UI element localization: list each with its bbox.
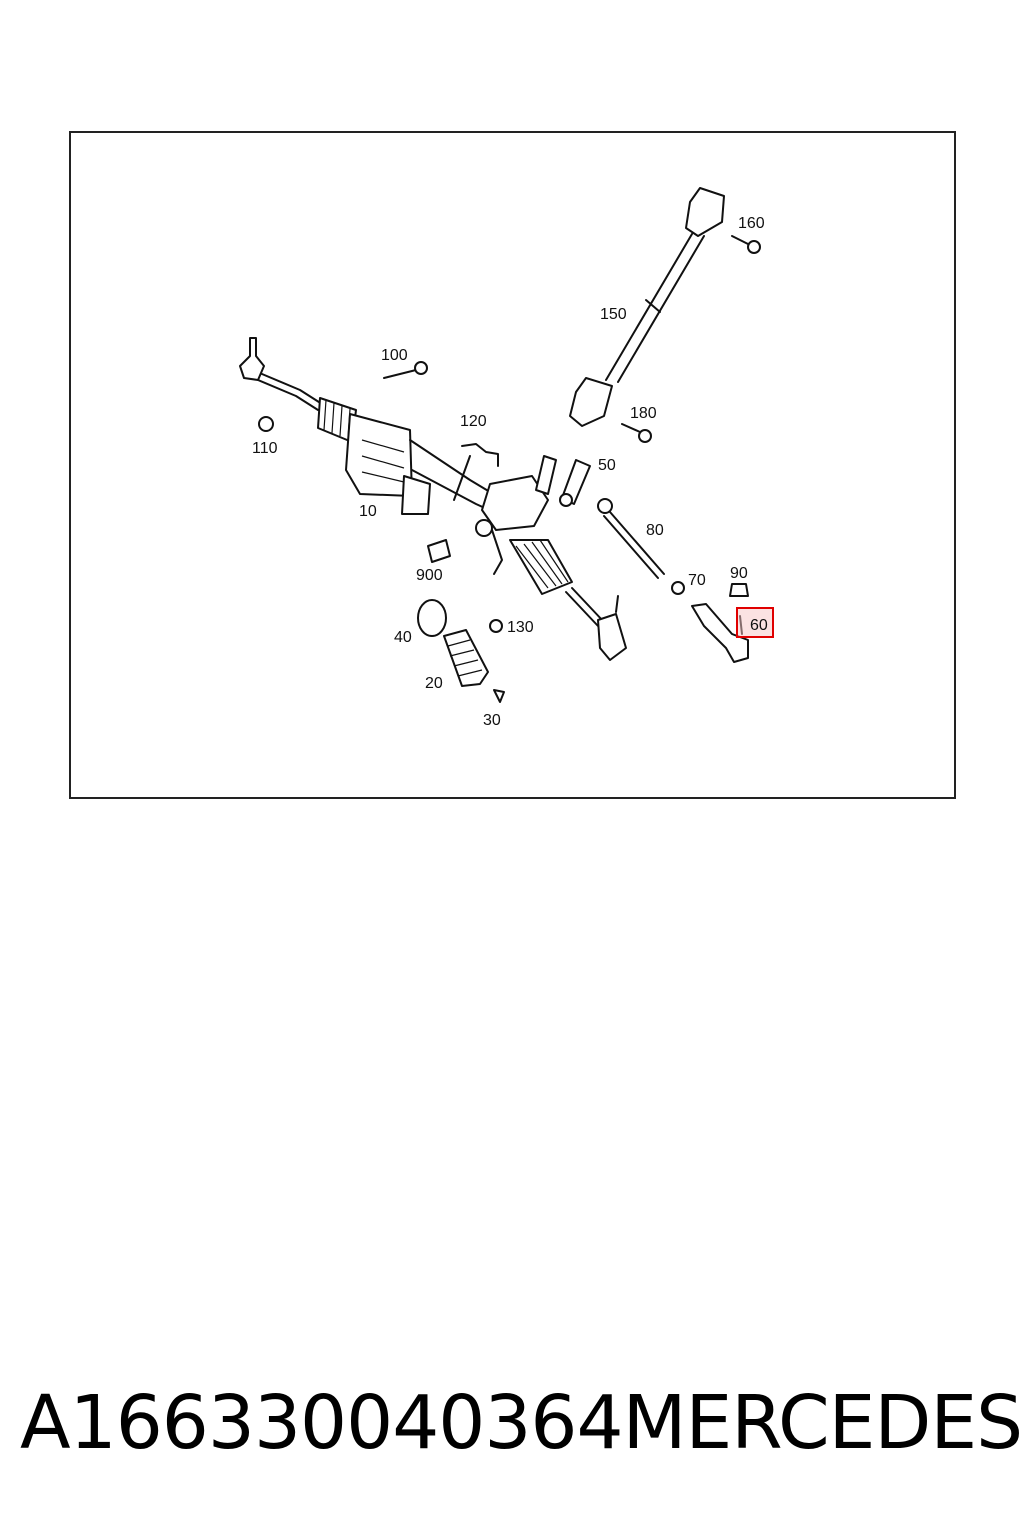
callout-30[interactable]: 30 — [483, 712, 501, 729]
bellows-part-20[interactable] — [443, 629, 489, 687]
callout-110[interactable]: 110 — [252, 440, 278, 457]
bracket-part-120[interactable] — [453, 443, 499, 501]
callout-120[interactable]: 120 — [460, 413, 487, 430]
diagram-frame — [69, 131, 956, 799]
callout-100[interactable]: 100 — [381, 347, 408, 364]
callout-160[interactable]: 160 — [738, 215, 765, 232]
callout-50[interactable]: 50 — [598, 457, 616, 474]
nut-part-130[interactable] — [489, 619, 503, 633]
nut-part-70[interactable] — [671, 581, 685, 595]
bolt-part-100[interactable] — [383, 361, 428, 379]
bolt-part-180[interactable] — [621, 423, 652, 443]
inner-tie-rod-part-80[interactable] — [597, 498, 665, 579]
callout-20[interactable]: 20 — [425, 675, 443, 692]
bolt-part-160[interactable] — [731, 235, 761, 254]
nut-part-110[interactable] — [258, 416, 274, 432]
highlight-box-60[interactable] — [736, 607, 774, 638]
callout-60[interactable]: 60 — [750, 617, 768, 634]
callout-900[interactable]: 900 — [416, 567, 443, 584]
callout-70[interactable]: 70 — [688, 572, 706, 589]
clip-part-30[interactable] — [493, 689, 505, 703]
intermediate-shaft-part-150[interactable] — [569, 187, 725, 427]
caption: A166330040364 MERCEDES — [20, 1378, 1023, 1468]
brand-name: MERCEDES — [622, 1380, 1023, 1466]
callout-80[interactable]: 80 — [646, 522, 664, 539]
clamp-part-40[interactable] — [417, 599, 447, 637]
callout-130[interactable]: 130 — [507, 619, 534, 636]
label-part-900[interactable] — [427, 539, 451, 563]
steering-rack-part-10[interactable] — [239, 337, 627, 661]
callout-90[interactable]: 90 — [730, 565, 748, 582]
valve-part-50[interactable] — [535, 455, 591, 507]
callout-150[interactable]: 150 — [600, 306, 627, 323]
callout-180[interactable]: 180 — [630, 405, 657, 422]
callout-40[interactable]: 40 — [394, 629, 412, 646]
nut-part-90[interactable] — [729, 583, 749, 597]
callout-10[interactable]: 10 — [359, 503, 377, 520]
part-number: A166330040364 — [20, 1380, 624, 1466]
